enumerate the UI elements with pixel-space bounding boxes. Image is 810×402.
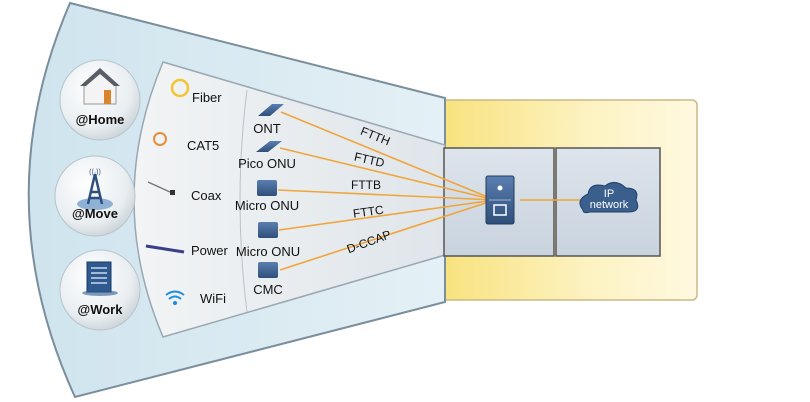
location-work[interactable]: @Work <box>59 249 141 331</box>
cat5-cable-icon <box>153 132 167 146</box>
svg-text:Power: Power <box>191 243 229 258</box>
link-fttc <box>278 199 496 231</box>
link-dccap <box>279 199 496 271</box>
location-move[interactable]: ((·)) @Move <box>54 155 136 237</box>
wifi-icon <box>165 290 185 300</box>
link-fttd <box>279 147 496 201</box>
location-label-work: @Work <box>78 302 124 317</box>
power-cable-icon <box>145 244 185 254</box>
tower-icon: ((·)) <box>77 169 113 210</box>
svg-text:network: network <box>590 199 629 211</box>
tech-label-fttd: FTTD <box>353 150 386 171</box>
building-icon <box>82 261 118 296</box>
device-micro-onu-1[interactable]: Micro ONU <box>235 180 299 213</box>
olt-icon[interactable] <box>485 175 515 225</box>
onu-box-icon <box>258 222 278 238</box>
location-home[interactable]: @Home <box>59 59 141 141</box>
ont-icon <box>258 104 284 116</box>
svg-text:((·)): ((·)) <box>89 169 101 176</box>
location-label-home: @Home <box>76 112 125 127</box>
media-wifi: WiFi <box>165 290 226 306</box>
svg-text:Pico ONU: Pico ONU <box>238 156 296 171</box>
media-device-divider <box>239 89 248 313</box>
tech-label-fttb: FTTB <box>351 178 381 192</box>
device-pico-onu[interactable]: Pico ONU <box>238 141 296 171</box>
link-ftth <box>280 111 496 201</box>
svg-text:Micro ONU: Micro ONU <box>235 198 299 213</box>
device-micro-onu-2[interactable]: Micro ONU <box>236 222 300 259</box>
svg-text:IP: IP <box>604 188 614 200</box>
ont-icon <box>256 141 282 152</box>
ip-network-cloud[interactable]: IP network <box>579 182 639 214</box>
fiber-cable-icon <box>170 78 190 98</box>
svg-text:WiFi: WiFi <box>200 291 226 306</box>
svg-text:CAT5: CAT5 <box>187 138 219 153</box>
svg-text:Micro ONU: Micro ONU <box>236 244 300 259</box>
fiber-links <box>277 111 580 271</box>
media-cat5: CAT5 <box>153 132 219 153</box>
svg-text:Coax: Coax <box>191 188 222 203</box>
svg-text:CMC: CMC <box>253 282 283 297</box>
onu-box-icon <box>258 262 278 278</box>
svg-text:Fiber: Fiber <box>192 90 222 105</box>
svg-text:ONT: ONT <box>253 121 281 136</box>
device-cmc[interactable]: CMC <box>253 262 283 297</box>
location-label-move: @Move <box>72 206 118 221</box>
house-icon <box>80 68 120 105</box>
device-ont[interactable]: ONT <box>253 104 284 136</box>
onu-box-icon <box>257 180 277 196</box>
inner-fan <box>133 61 446 338</box>
media-coax: Coax <box>147 181 222 203</box>
media-power: Power <box>145 243 229 258</box>
media-fiber: Fiber <box>170 78 222 105</box>
link-fttb <box>277 189 496 201</box>
tech-label-fttc: FTTC <box>352 203 385 221</box>
coax-cable-icon <box>147 181 171 193</box>
